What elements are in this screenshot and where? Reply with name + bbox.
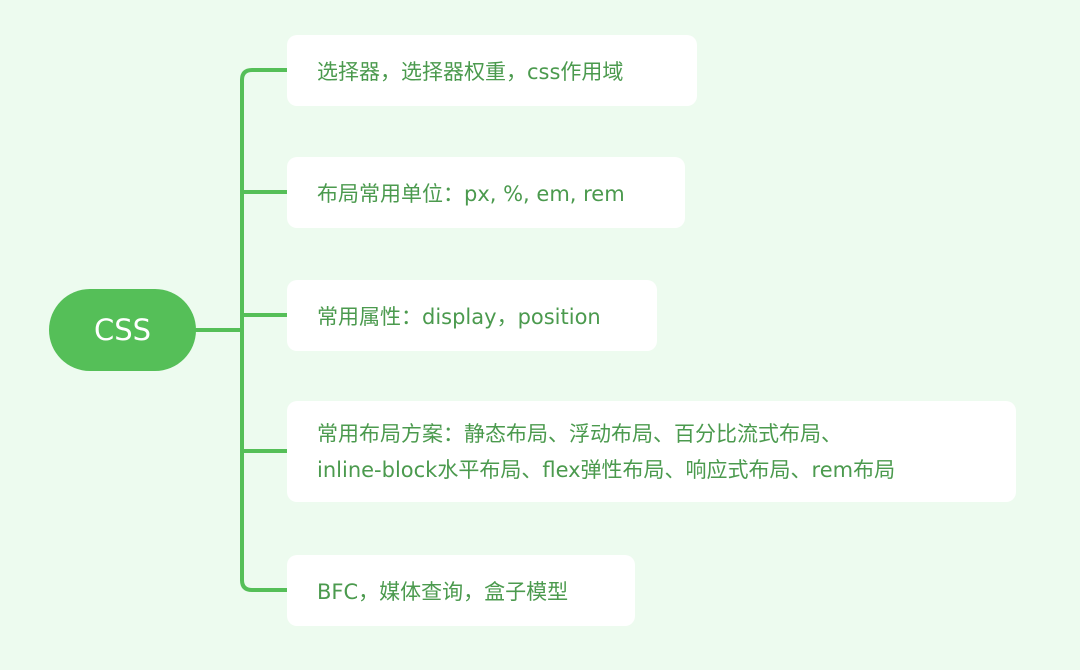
root-node-css[interactable]: CSS (49, 289, 196, 371)
topic-node-layout-schemes[interactable]: 常用布局方案：静态布局、浮动布局、百分比流式布局、 inline-block水平… (287, 401, 1016, 502)
topic-node-label: 常用属性：display，position (317, 304, 601, 329)
root-node-label: CSS (93, 313, 152, 347)
topic-node-selectors[interactable]: 选择器，选择器权重，css作用域 (287, 35, 697, 106)
branch-connector-5 (240, 578, 289, 592)
topic-node-label: 布局常用单位：px, %, em, rem (317, 181, 625, 206)
topic-node-label: BFC，媒体查询，盒子模型 (317, 579, 569, 604)
topic-node-layout-units[interactable]: 布局常用单位：px, %, em, rem (287, 157, 685, 228)
topic-node-label-line-2: inline-block水平布局、flex弹性布局、响应式布局、rem布局 (317, 457, 896, 482)
trunk-connector (240, 68, 289, 82)
topic-node-label: 选择器，选择器权重，css作用域 (317, 59, 624, 84)
topic-node-common-properties[interactable]: 常用属性：display，position (287, 280, 657, 351)
topic-node-label-line-1: 常用布局方案：静态布局、浮动布局、百分比流式布局、 (317, 421, 842, 446)
topic-node-bfc-media-box[interactable]: BFC，媒体查询，盒子模型 (287, 555, 635, 626)
